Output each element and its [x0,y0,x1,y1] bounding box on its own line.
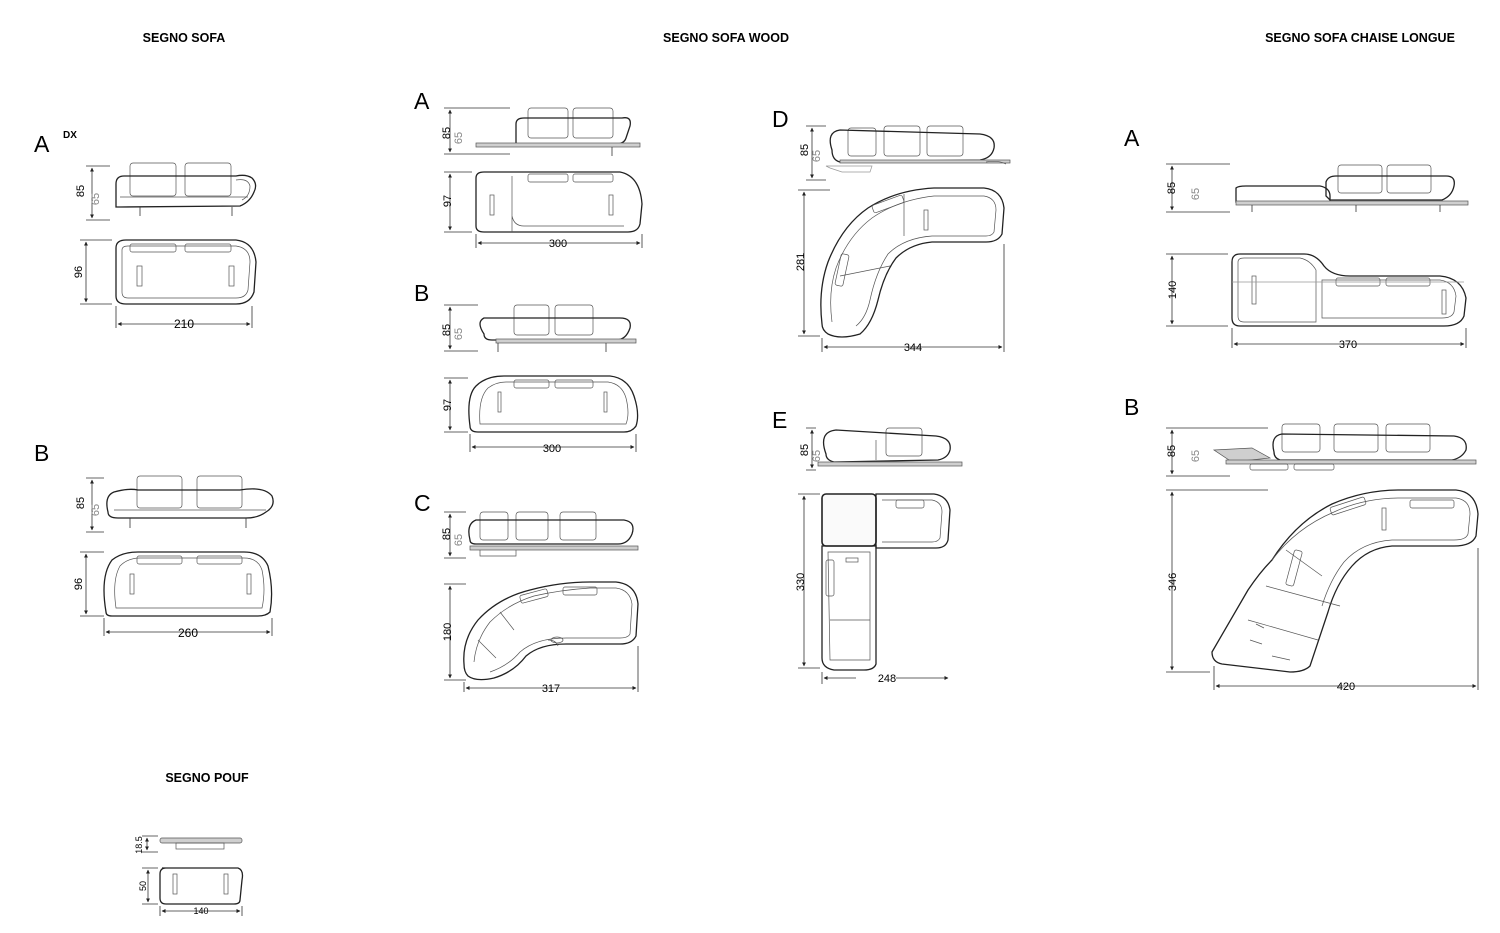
wood-variant-c: C 85 65 180 317 [414,490,639,695]
section-title-segno-sofa: SEGNO SOFA [143,31,226,45]
sofa-a-elevation-view: 85 65 [75,162,257,221]
wood-variant-d: D 85 65 281 344 [772,106,1011,354]
wood-b-height-85: 85 [441,324,453,336]
chaise-a-elevation-view: 85 65 [1166,163,1469,213]
chaise-b-depth-346: 346 [1167,573,1179,591]
sofa-a-seat-65: 65 [90,193,102,205]
wood-c-plan-view: 180 317 [442,581,639,695]
chaise-a-depth-140: 140 [1167,281,1179,299]
wood-e-height-85: 85 [799,444,811,456]
sofa-a-plan-view: 96 210 [73,239,257,331]
wood-c-elevation-view: 85 65 [441,511,639,559]
wood-c-depth-180: 180 [442,623,454,641]
wood-d-width-344: 344 [904,342,922,354]
chaise-a-plan-view: 140 370 [1166,253,1467,351]
wood-b-elevation-view: 85 65 [441,304,637,352]
variant-label-a: A [34,131,50,157]
variant-suffix-dx: DX [63,130,77,141]
pouf-depth-50: 50 [138,881,148,891]
pouf-elevation-view: 18.5 [134,835,243,854]
variant-label-a: A [414,88,430,114]
wood-d-depth-281: 281 [795,253,807,271]
chaise-variant-a: A 85 65 140 370 [1124,125,1469,351]
variant-label-b: B [414,280,429,306]
wood-b-plan-view: 97 300 [442,375,639,455]
pouf-drawing: 18.5 50 140 [134,835,244,916]
variant-label-d: D [772,106,789,132]
wood-e-elevation-view: 85 65 [799,427,963,471]
chaise-a-height-85: 85 [1166,182,1178,194]
sofa-a-width-210: 210 [174,317,194,331]
wood-a-plan-view: 97 300 [442,171,643,250]
variant-label-a: A [1124,125,1140,151]
sofa-b-width-260: 260 [178,626,198,640]
pouf-height-18-5: 18.5 [134,836,144,854]
chaise-b-plan-view: 346 420 [1166,489,1479,693]
sofa-variant-a: A DX 85 65 96 210 [34,130,257,331]
wood-d-elevation-view: 85 65 [799,125,1011,181]
wood-a-width-300: 300 [549,238,567,250]
sofa-a-depth-96: 96 [73,266,85,278]
pouf-width-140: 140 [193,906,208,916]
section-title-segno-sofa-chaise-longue: SEGNO SOFA CHAISE LONGUE [1265,31,1455,45]
wood-a-height-85: 85 [441,127,453,139]
wood-a-elevation-view: 85 65 [441,107,641,156]
chaise-a-seat-65: 65 [1190,188,1202,200]
wood-c-seat-65: 65 [453,534,465,546]
wood-b-width-300: 300 [543,443,561,455]
variant-label-b: B [1124,394,1139,420]
wood-c-width-317: 317 [542,683,560,695]
wood-variant-b: B 85 65 97 300 [414,280,639,455]
chaise-b-elevation-view: 85 65 [1166,423,1477,477]
variant-label-e: E [772,407,787,433]
wood-d-seat-65: 65 [811,150,823,162]
wood-d-height-85: 85 [799,144,811,156]
wood-e-plan-view: 330 248 [795,493,951,685]
wood-e-seat-65: 65 [811,450,823,462]
wood-e-width-248: 248 [878,673,896,685]
sofa-b-elevation-view: 85 65 [75,475,274,533]
wood-b-depth-97: 97 [442,399,454,411]
wood-e-depth-330: 330 [795,573,807,591]
variant-label-b: B [34,440,49,466]
chaise-variant-b: B 85 65 346 [1124,394,1479,693]
wood-b-seat-65: 65 [453,328,465,340]
wood-a-depth-97: 97 [442,195,454,207]
chaise-b-width-420: 420 [1337,681,1355,693]
chaise-b-seat-65: 65 [1190,450,1202,462]
chaise-a-width-370: 370 [1339,339,1357,351]
wood-variant-e: E 85 65 330 248 [772,407,963,685]
chaise-b-height-85: 85 [1166,445,1178,457]
pouf-plan-view: 50 140 [138,867,244,916]
sofa-a-height-85: 85 [75,185,87,197]
sofa-b-height-85: 85 [75,497,87,509]
wood-a-seat-65: 65 [453,132,465,144]
section-title-segno-sofa-wood: SEGNO SOFA WOOD [663,31,789,45]
sofa-b-plan-view: 96 260 [73,551,273,640]
sofa-b-seat-65: 65 [90,504,102,516]
sofa-variant-b: B 85 65 96 260 [34,440,274,640]
section-title-segno-pouf: SEGNO POUF [165,771,249,785]
wood-variant-a: A 85 65 97 300 [414,88,643,250]
wood-c-height-85: 85 [441,528,453,540]
wood-d-plan-view: 281 344 [795,187,1005,354]
variant-label-c: C [414,490,431,516]
sofa-b-depth-96: 96 [73,578,85,590]
